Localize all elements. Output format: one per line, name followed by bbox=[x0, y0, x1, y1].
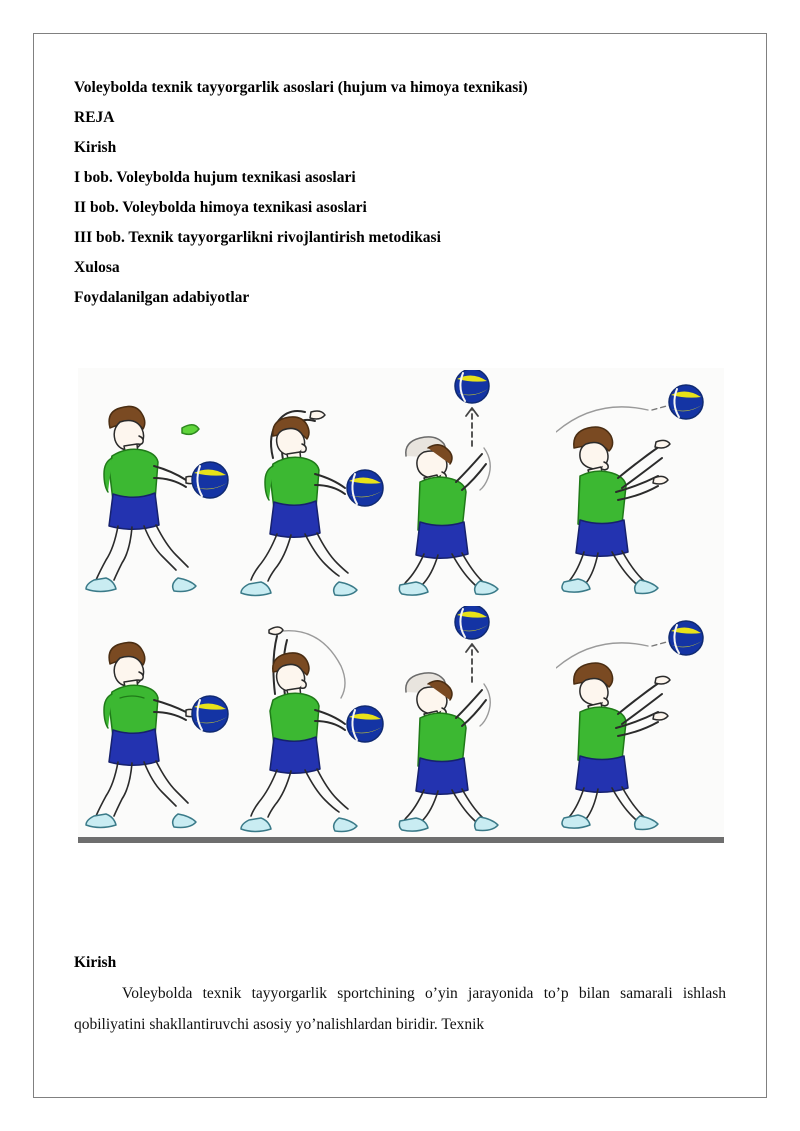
document-content: Voleybolda texnik tayyorgarlik asoslari … bbox=[74, 73, 726, 313]
figure-frame-3 bbox=[398, 370, 558, 602]
figure-frame-8 bbox=[556, 606, 716, 838]
section-heading-kirish: Kirish bbox=[74, 954, 117, 971]
figure-frame-1 bbox=[82, 370, 242, 602]
outline-item-kirish: Kirish bbox=[74, 139, 117, 156]
figure-frame-7 bbox=[398, 606, 558, 838]
figure-frame-2 bbox=[239, 370, 399, 602]
volleyball-technique-illustration bbox=[78, 368, 724, 843]
outline-heading: REJA bbox=[74, 109, 115, 126]
outline-item-bob-3: III bob. Texnik tayyorgarlikni rivojlant… bbox=[74, 229, 441, 246]
outline-item-xulosa: Xulosa bbox=[74, 259, 120, 276]
document-title: Voleybolda texnik tayyorgarlik asoslari … bbox=[74, 79, 528, 96]
figure-frame-4 bbox=[556, 370, 716, 602]
outline-item-bob-2: II bob. Voleybolda himoya texnikasi asos… bbox=[74, 199, 367, 216]
outline-item-bob-1: I bob. Voleybolda hujum texnikasi asosla… bbox=[74, 169, 356, 186]
body-section: Kirish Voleybolda texnik tayyorgarlik sp… bbox=[74, 954, 726, 1040]
figure-frame-6 bbox=[239, 606, 399, 838]
illustration-row-top bbox=[78, 370, 724, 602]
document-page: Voleybolda texnik tayyorgarlik asoslari … bbox=[33, 33, 767, 1098]
illustration-baseline-bar bbox=[78, 837, 724, 843]
intro-paragraph: Voleybolda texnik tayyorgarlik sportchin… bbox=[74, 985, 726, 1033]
outline-item-adabiyotlar: Foydalanilgan adabiyotlar bbox=[74, 289, 250, 306]
illustration-row-bottom bbox=[78, 606, 724, 838]
figure-frame-5 bbox=[82, 606, 242, 838]
